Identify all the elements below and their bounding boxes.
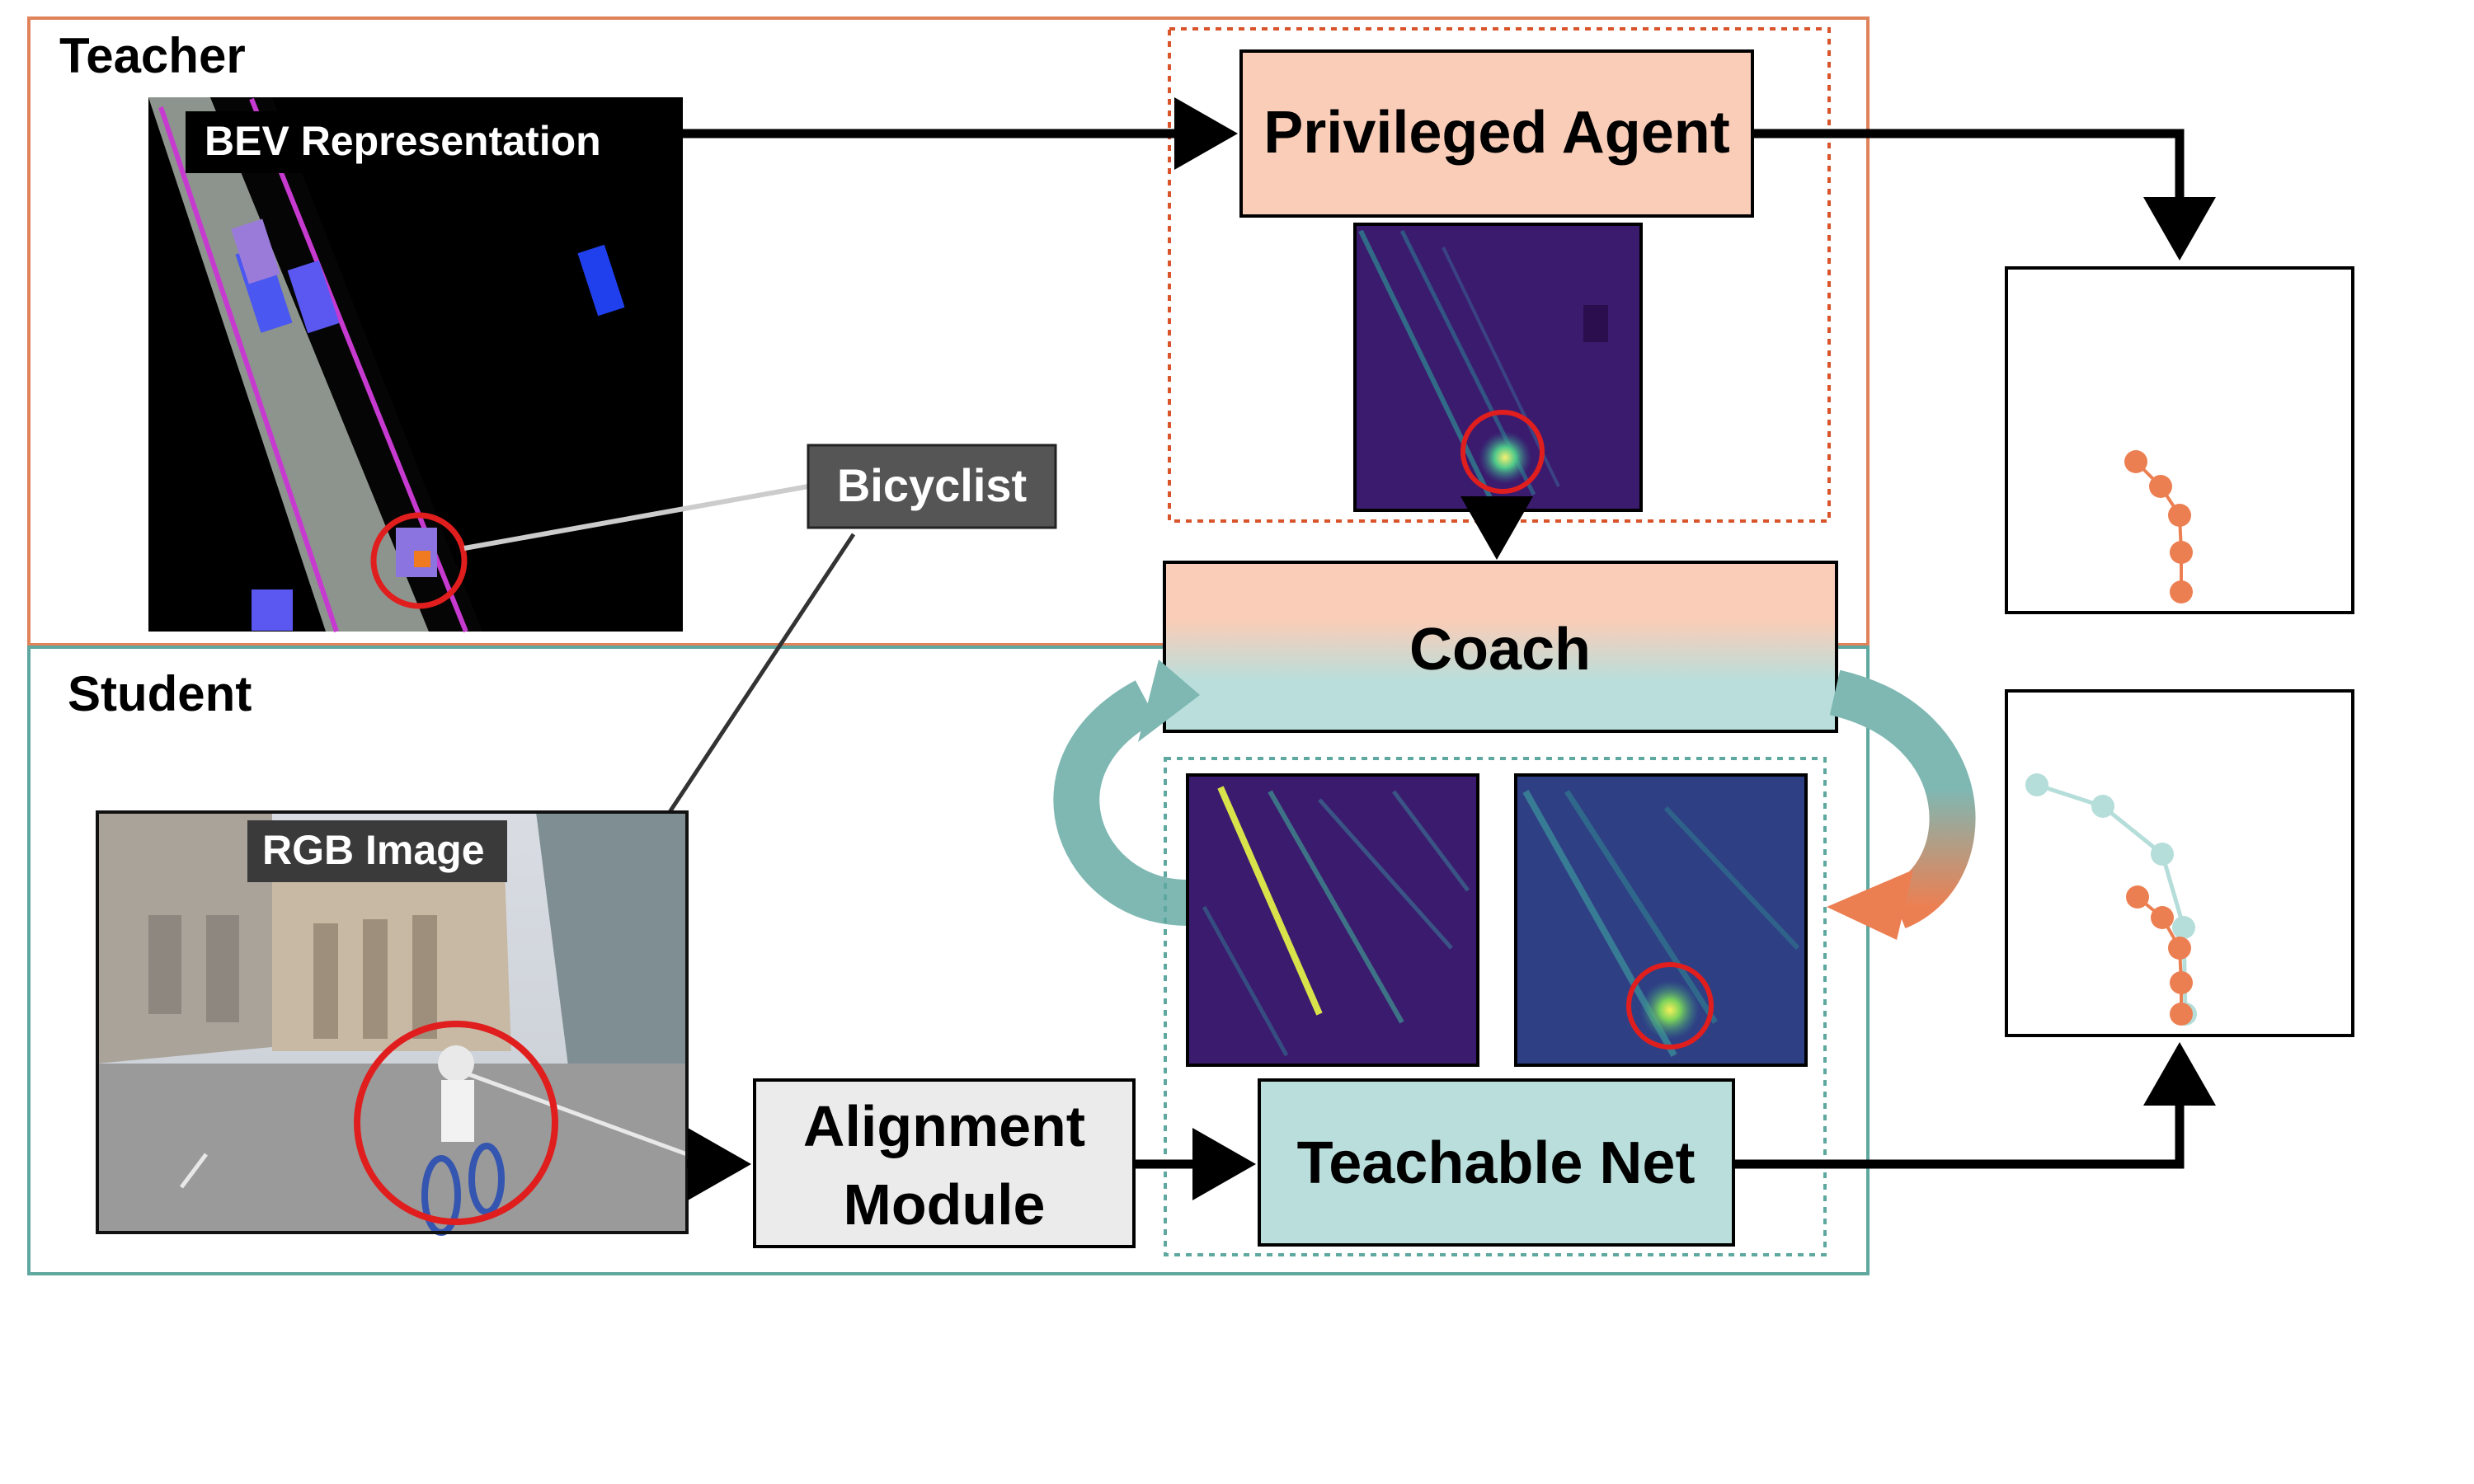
teacher-title: Teacher [59,28,246,83]
student-teal-point [2025,773,2048,796]
student-orange-point [2168,937,2191,960]
rgb-bicyclist-highlight [354,1021,558,1225]
privileged-heatmap-highlight [1460,410,1545,494]
rgb-image-border [96,810,689,1234]
privileged-agent-label: Privileged Agent [1263,100,1729,166]
bicyclist-callout-box [807,444,1057,529]
bev-representation-image [148,97,683,633]
student-section-frame [27,646,1870,1275]
arrow-teachable-to-output [1733,1042,2216,1169]
left-feedback-arrow [1053,680,1189,926]
callout-line-bev [463,484,809,551]
alignment-module-box [753,1078,1136,1248]
right-feedback-arrow [1829,669,1976,928]
student-teal-point [2172,916,2195,939]
teacher-traj-point [2170,541,2193,564]
student-heatmap-left [1186,773,1479,1067]
student-orange-point [2151,906,2174,929]
coach-label: Coach [1409,617,1591,683]
student-heatmap-right [1514,773,1808,1067]
alignment-label-line1: Alignment [803,1094,1085,1158]
rgb-image [97,812,688,1236]
bev-label-bg [186,111,680,173]
student-teal-point [2091,795,2114,818]
teacher-traj-point [2149,475,2172,498]
student-trajectory-orange [2126,885,2193,1026]
teacher-traj-point [2124,450,2147,473]
student-title: Student [68,666,252,721]
bicyclist-label: Bicyclist [837,459,1027,511]
rgb-label: RGB Image [262,827,485,873]
teachable-net-label: Teachable Net [1297,1130,1696,1196]
student-orange-point [2170,1003,2193,1026]
bev-label: BEV Representation [205,118,601,164]
bev-bicyclist-highlight [370,512,468,609]
teacher-section-frame [27,16,1870,646]
teacher-traj-point [2170,580,2193,603]
right-feedback-arrowhead [1827,870,1913,940]
arrow-privileged-to-output [1752,129,2216,261]
student-orange-point [2170,971,2193,994]
left-feedback-arrowhead [1138,660,1200,742]
student-orange-point [2126,885,2149,909]
rgb-label-bg [247,820,507,882]
student-teal-point [2151,843,2174,866]
alignment-label-line2: Module [844,1172,1046,1237]
teacher-traj-point [2168,504,2191,527]
privileged-agent-heatmap [1353,223,1643,512]
teacher-trajectory [2124,450,2193,603]
coach-box [1163,561,1838,733]
student-heatmap-highlight [1626,962,1714,1050]
